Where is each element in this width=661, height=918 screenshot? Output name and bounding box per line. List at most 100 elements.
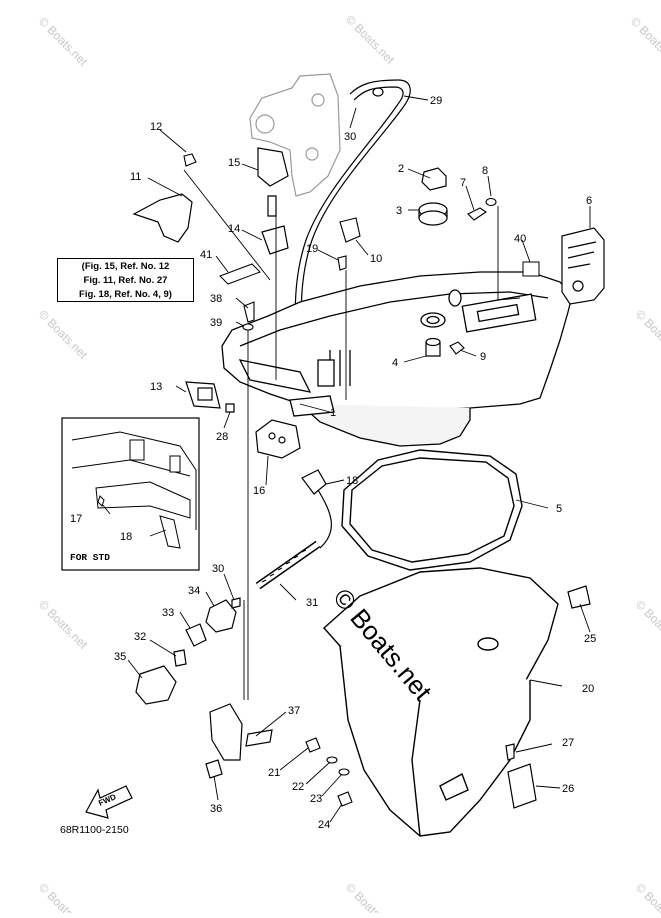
callout-28: 28 xyxy=(216,431,228,443)
part-14-screw xyxy=(267,195,277,217)
part-6-bracket xyxy=(561,227,605,305)
callout-32: 32 xyxy=(134,631,146,643)
inset-part-17 xyxy=(97,495,105,507)
callout-25: 25 xyxy=(584,633,596,645)
part-2-bolt xyxy=(421,167,447,191)
part-26-lever xyxy=(507,763,537,809)
callout-30-top: 30 xyxy=(344,131,356,143)
callout-12: 12 xyxy=(150,121,162,133)
callout-20: 20 xyxy=(582,683,594,695)
callout-40: 40 xyxy=(514,233,526,245)
callout-11: 11 xyxy=(130,171,141,183)
callout-38: 38 xyxy=(210,293,222,305)
fasteners-21-24 xyxy=(305,737,353,807)
swivel-bracket-outline xyxy=(249,73,341,197)
part-33-plate xyxy=(185,623,207,647)
callout-29: 29 xyxy=(430,95,442,107)
callout-10: 10 xyxy=(370,253,382,265)
callout-5: 5 xyxy=(556,503,562,515)
watermark-bottom-right: © Boats.net xyxy=(633,880,661,913)
part-40-label-plate xyxy=(522,261,540,277)
callout-35: 35 xyxy=(114,651,126,663)
callout-24: 24 xyxy=(318,819,330,831)
inset-for-std xyxy=(61,417,200,571)
callout-2: 2 xyxy=(398,163,404,175)
part-5-seal xyxy=(341,449,523,571)
hose-end-fitting xyxy=(372,87,384,97)
part-11-bracket xyxy=(132,193,193,243)
callout-1: 1 xyxy=(330,407,336,419)
bottom-cowling-tray xyxy=(221,271,573,447)
mount-bolt-set xyxy=(418,167,448,357)
part-38-screw xyxy=(243,301,255,323)
callout-16: 16 xyxy=(253,485,265,497)
callout-8: 8 xyxy=(482,165,488,177)
part-30-clip xyxy=(231,597,241,609)
part-7-bolt xyxy=(467,207,487,221)
lever-26-27 xyxy=(505,743,537,809)
part-19-bolt xyxy=(337,255,347,271)
callout-27: 27 xyxy=(562,737,574,749)
callout-19: 19 xyxy=(306,243,318,255)
callout-15: 15 xyxy=(228,157,240,169)
watermark-low-right: © Boats.net xyxy=(633,597,661,652)
callout-23: 23 xyxy=(310,793,322,805)
part-41-decal xyxy=(219,263,261,285)
part-21-bolt xyxy=(305,737,321,753)
callout-39: 39 xyxy=(210,317,222,329)
inset-caption: FOR STD xyxy=(70,552,110,563)
lever-bracket-parts xyxy=(132,147,289,255)
callout-22: 22 xyxy=(292,781,304,793)
watermark-low-left: © Boats.net xyxy=(36,597,91,652)
leader-lines xyxy=(101,95,591,823)
watermark-top-left: © Boats.net xyxy=(36,14,91,69)
callout-41: 41 xyxy=(200,249,212,261)
callout-36: 36 xyxy=(210,803,222,815)
reference-line-1: (Fig. 15, Ref. No. 12 xyxy=(81,261,170,272)
part-34-knob xyxy=(205,599,237,633)
part-18-plug xyxy=(301,469,327,495)
callout-labels: 1 2 3 4 5 6 7 8 9 10 11 12 13 14 15 16 1… xyxy=(70,95,596,831)
part-15-block xyxy=(257,147,289,187)
callout-34: 34 xyxy=(188,585,200,597)
part-code: 68R1100-2150 xyxy=(60,824,129,836)
part-10-grommet xyxy=(339,217,361,243)
watermark-mid-right: © Boats.net xyxy=(633,307,661,362)
callout-6: 6 xyxy=(586,195,592,207)
seal-parts xyxy=(185,381,301,459)
part-24-nut xyxy=(337,791,353,807)
part-39-washer xyxy=(242,323,254,331)
watermark-mid-left: © Boats.net xyxy=(36,307,91,362)
part-31-cable xyxy=(255,489,332,590)
callout-33: 33 xyxy=(162,607,174,619)
callout-37: 37 xyxy=(288,705,300,717)
part-35-handle xyxy=(135,665,177,705)
part-36-bolt xyxy=(205,759,223,779)
callout-3: 3 xyxy=(396,205,402,217)
callout-26: 26 xyxy=(562,783,574,795)
reference-line-2: Fig. 11, Ref. No. 27 xyxy=(83,275,168,286)
part-14-plate xyxy=(261,225,289,255)
callout-7: 7 xyxy=(460,177,466,189)
reference-line-3: Fig. 18, Ref. No. 4, 9) xyxy=(79,289,172,300)
callout-14: 14 xyxy=(228,223,240,235)
part-22-washer xyxy=(326,756,338,764)
callout-21: 21 xyxy=(268,767,280,779)
watermark-bottom-center: © Boats.net xyxy=(343,880,398,913)
callout-4: 4 xyxy=(392,357,398,369)
part-8-washer xyxy=(485,197,497,207)
watermark-top-center: © Boats.net xyxy=(343,12,398,67)
callout-18-inset: 18 xyxy=(120,531,132,543)
callout-30: 30 xyxy=(212,563,224,575)
fwd-arrow: FWD xyxy=(85,785,133,819)
hose-29 xyxy=(294,79,411,331)
reference-note-box: (Fig. 15, Ref. No. 12 Fig. 11, Ref. No. … xyxy=(57,258,194,302)
callout-17: 17 xyxy=(70,513,82,525)
watermark-top-right: © Boats.net xyxy=(628,14,661,69)
part-27-screw xyxy=(505,743,515,761)
part-28-plug xyxy=(225,403,235,413)
inset-part-18 xyxy=(159,515,181,549)
callout-9: 9 xyxy=(480,351,486,363)
